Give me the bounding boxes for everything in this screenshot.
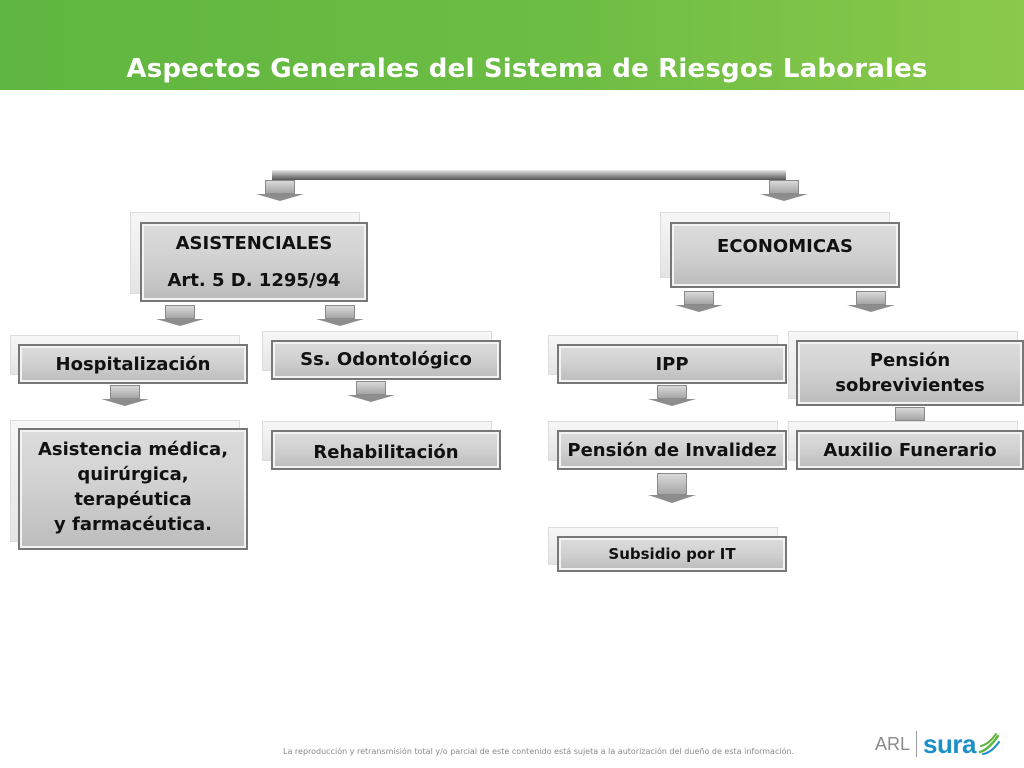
connector-arrow-hospitalizacion [156, 305, 204, 327]
odontologico-label: Ss. Odontológico [300, 349, 472, 370]
connector-arrow-economicas [760, 180, 808, 202]
box-economicas: ECONOMICAS [670, 222, 900, 288]
auxilio-funerario-label: Auxilio Funerario [823, 439, 997, 461]
connector-arrow-rehabilitacion [347, 381, 395, 403]
asistenciales-article: Art. 5 D. 1295/94 [167, 270, 341, 291]
top-connector-bar [272, 170, 786, 180]
asistencia-medica-line3: y farmacéutica. [54, 514, 212, 535]
box-rehabilitacion: Rehabilitación [271, 430, 501, 470]
pension-invalidez-label: Pensión de Invalidez [567, 439, 777, 461]
subsidio-label: Subsidio por IT [608, 544, 736, 563]
logo-sura-text: sura [923, 728, 976, 759]
box-asistenciales: ASISTENCIALES Art. 5 D. 1295/94 [140, 222, 368, 302]
box-pension-invalidez: Pensión de Invalidez [557, 430, 787, 470]
box-odontologico: Ss. Odontológico [271, 340, 501, 380]
connector-arrow-subsidio [648, 473, 696, 505]
asistencia-medica-line1: Asistencia médica, [37, 439, 229, 460]
box-subsidio: Subsidio por IT [557, 536, 787, 572]
asistenciales-label: ASISTENCIALES [175, 233, 333, 254]
hospitalizacion-label: Hospitalización [55, 353, 211, 375]
arl-sura-logo: ARL sura [875, 727, 1000, 761]
connector-arrow-pension-invalidez [648, 385, 696, 407]
header-banner [0, 0, 1024, 90]
rehabilitacion-label: Rehabilitación [313, 442, 459, 463]
connector-arrow-asistencia-medica [101, 385, 149, 407]
ipp-label: IPP [655, 353, 689, 375]
connector-arrow-ipp [675, 291, 723, 313]
logo-separator [916, 731, 918, 757]
economicas-label: ECONOMICAS [717, 236, 853, 257]
connector-arrow-odontologico [316, 305, 364, 327]
box-auxilio-funerario: Auxilio Funerario [796, 430, 1024, 470]
box-ipp: IPP [557, 344, 787, 384]
box-hospitalizacion: Hospitalización [18, 344, 248, 384]
pension-sobrevivientes-line2: sobrevivientes [835, 375, 985, 396]
connector-arrow-pension-sobrevivientes [847, 291, 895, 313]
sura-leaf-icon [978, 733, 1000, 755]
pension-sobrevivientes-line1: Pensión [869, 350, 951, 371]
page-title: Aspectos Generales del Sistema de Riesgo… [126, 54, 928, 84]
asistencia-medica-line2: quirúrgica, terapéutica [74, 464, 192, 510]
connector-arrow-asistenciales [256, 180, 304, 202]
box-asistencia-medica: Asistencia médica, quirúrgica, terapéuti… [18, 428, 248, 550]
footer-disclaimer: La reproducción y retransmisión total y/… [283, 747, 795, 756]
box-pension-sobrevivientes: Pensión sobrevivientes [796, 340, 1024, 406]
logo-arl-text: ARL [875, 733, 911, 754]
